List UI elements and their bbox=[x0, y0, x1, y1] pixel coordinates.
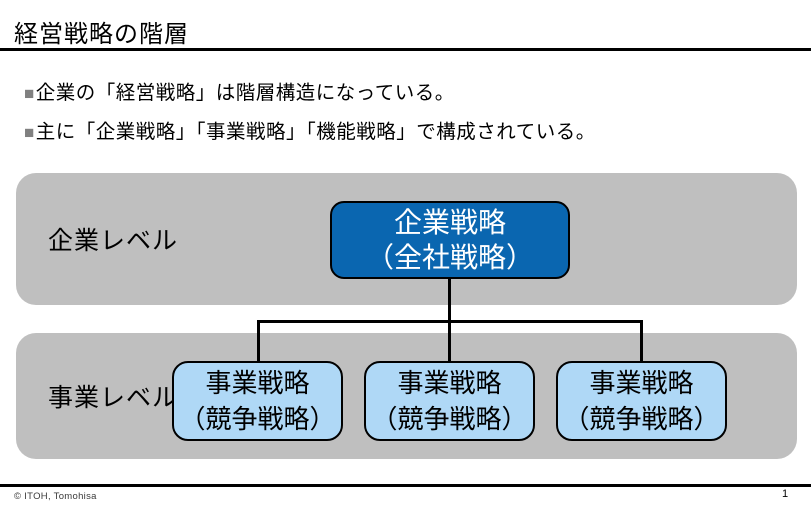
bullet-square-icon: ■ bbox=[24, 123, 35, 142]
corporate-strategy-line1: 企業戦略 bbox=[393, 207, 506, 238]
business-strategy-box-1: 事業戦略 （競争戦略） bbox=[172, 361, 343, 441]
business-strategy-line2: （競争戦略） bbox=[371, 404, 528, 434]
footer-divider bbox=[0, 484, 811, 487]
bullet-text: 主に「企業戦略」「事業戦略」「機能戦略」で構成されている。 bbox=[35, 121, 596, 143]
bullet-list: ■企業の「経営戦略」は階層構造になっている。 ■主に「企業戦略」「事業戦略」「機… bbox=[24, 80, 596, 158]
business-strategy-line2: （競争戦略） bbox=[563, 404, 720, 434]
corporate-level-label: 企業レベル bbox=[48, 227, 179, 255]
business-strategy-line2: （競争戦略） bbox=[179, 404, 336, 434]
page-number: 1 bbox=[782, 488, 789, 500]
connector-left-drop bbox=[257, 320, 260, 361]
connector-right-drop bbox=[640, 320, 643, 361]
bullet-text: 企業の「経営戦略」は階層構造になっている。 bbox=[35, 82, 455, 104]
business-strategy-box-2: 事業戦略 （競争戦略） bbox=[364, 361, 535, 441]
business-strategy-line1: 事業戦略 bbox=[205, 368, 310, 398]
business-strategy-box-3: 事業戦略 （競争戦略） bbox=[556, 361, 727, 441]
business-level-label: 事業レベル bbox=[48, 384, 179, 412]
bullet-square-icon: ■ bbox=[24, 84, 35, 103]
business-strategy-line1: 事業戦略 bbox=[397, 368, 502, 398]
corporate-strategy-line2: （全社戦略） bbox=[365, 242, 534, 273]
page-title: 経営戦略の階層 bbox=[14, 21, 189, 48]
corporate-strategy-box: 企業戦略 （全社戦略） bbox=[330, 201, 570, 279]
bullet-item: ■主に「企業戦略」「事業戦略」「機能戦略」で構成されている。 bbox=[24, 119, 596, 146]
title-divider bbox=[0, 48, 811, 51]
copyright-text: © ITOH, Tomohisa bbox=[14, 491, 97, 502]
connector-horizontal bbox=[257, 320, 643, 323]
bullet-item: ■企業の「経営戦略」は階層構造になっている。 bbox=[24, 80, 596, 107]
business-strategy-line1: 事業戦略 bbox=[589, 368, 694, 398]
